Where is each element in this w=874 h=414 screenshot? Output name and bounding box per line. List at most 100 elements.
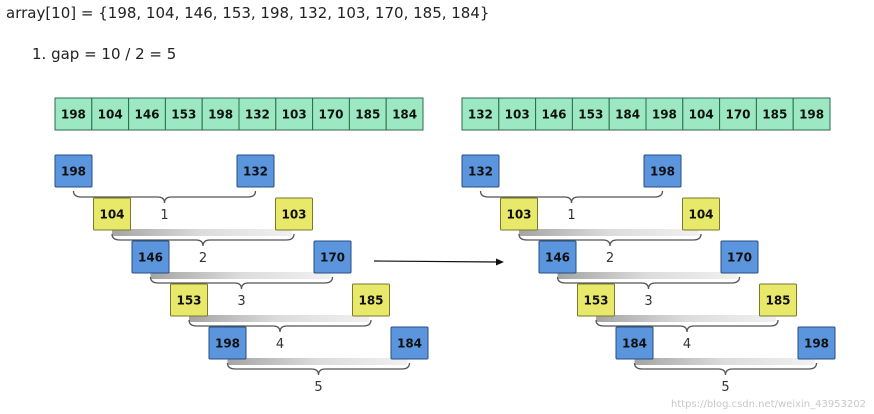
before-array-cell (385, 97, 424, 131)
after-pair-right-box (797, 326, 836, 360)
before-pair-brace (149, 276, 334, 290)
after-array-cell (682, 97, 721, 131)
after-array-value: 153 (578, 108, 603, 122)
after-array-cell (498, 97, 537, 131)
before-pair-label: 3 (237, 294, 245, 309)
after-array-cell (608, 97, 647, 131)
before-pair-left-value: 146 (138, 251, 163, 265)
after-pair-left-value: 132 (468, 165, 493, 179)
before-pair-shadow (189, 315, 369, 322)
after-pair-brace (479, 190, 664, 204)
after-pair-label: 2 (606, 251, 614, 266)
before-pair-shadow (112, 229, 292, 236)
after-pair-brace (595, 319, 779, 333)
before-pair-shadow (150, 272, 331, 279)
before-pair-right-box (390, 326, 429, 360)
before-array-value: 146 (134, 108, 159, 122)
before-pair-brace (188, 319, 372, 333)
after-pair-right-value: 170 (727, 251, 752, 265)
before-array-value: 132 (245, 108, 270, 122)
after-array-value: 170 (725, 108, 750, 122)
after-pair-left-value: 184 (622, 337, 647, 351)
after-pair-brace (518, 233, 702, 247)
before-array-cell (238, 97, 277, 131)
after-array-value: 132 (468, 108, 493, 122)
before-pair-left-value: 104 (99, 208, 124, 222)
after-pair-shadow (519, 229, 699, 236)
after-pair-right-box (720, 240, 759, 274)
before-pair-left-value: 153 (176, 294, 201, 308)
after-array-value: 198 (652, 108, 677, 122)
before-pair-right-box (313, 240, 352, 274)
before-pair-right-value: 184 (397, 337, 422, 351)
after-array-cell (792, 97, 831, 131)
before-array-value: 103 (282, 108, 307, 122)
before-pair-right-value: 170 (320, 251, 345, 265)
after-array-value: 104 (689, 108, 714, 122)
before-pair-left-box (54, 154, 93, 188)
before-array-value: 184 (392, 108, 417, 122)
before-pair-right-box (275, 197, 313, 231)
after-pair-brace (556, 276, 741, 290)
before-array-value: 185 (355, 108, 380, 122)
panel-after: 132 103 146 153 184 198 104 170 185 198 132 198 1 103… (461, 97, 836, 395)
before-pair-left-value: 198 (61, 165, 86, 179)
after-array-value: 146 (541, 108, 566, 122)
before-pair-right-box (352, 283, 390, 317)
after-pair-left-box (538, 240, 577, 274)
after-pair-shadow (596, 315, 776, 322)
after-pair-right-box (682, 197, 720, 231)
before-pair-label: 4 (276, 337, 284, 352)
before-pair-brace (226, 362, 411, 376)
after-pair-left-box (461, 154, 500, 188)
step-label: 1. gap = 10 / 2 = 5 (32, 45, 177, 63)
before-pair-label: 5 (314, 380, 322, 395)
after-array-cell (645, 97, 684, 131)
after-array-value: 103 (505, 108, 530, 122)
before-array-cell (54, 97, 93, 131)
array-title: array[10] = {198, 104, 146, 153, 198, 13… (6, 4, 490, 22)
after-pair-right-value: 104 (688, 208, 713, 222)
after-array-value: 185 (762, 108, 787, 122)
before-pair-shadow (227, 358, 408, 365)
after-array-cell (535, 97, 573, 131)
after-pair-left-box (615, 326, 654, 360)
before-array-cell (312, 97, 350, 131)
after-array-value: 184 (615, 108, 640, 122)
after-pair-brace (633, 362, 818, 376)
after-array-cell (719, 97, 757, 131)
after-pair-right-box (759, 283, 797, 317)
before-pair-label: 2 (199, 251, 207, 266)
before-array-value: 153 (171, 108, 196, 122)
after-pair-label: 4 (683, 337, 691, 352)
after-array-value: 198 (799, 108, 824, 122)
before-pair-brace (111, 233, 295, 247)
before-pair-label: 1 (160, 208, 168, 223)
before-pair-left-box (170, 283, 208, 317)
before-pair-left-value: 198 (215, 337, 240, 351)
before-array-cell (275, 97, 314, 131)
after-pair-right-value: 198 (650, 165, 675, 179)
watermark: https://blog.csdn.net/weixin_43953202 (670, 399, 866, 410)
after-pair-left-value: 146 (545, 251, 570, 265)
before-array-value: 104 (98, 108, 123, 122)
after-array-cell (461, 97, 500, 131)
before-array-cell (164, 97, 203, 131)
after-pair-right-value: 198 (804, 337, 829, 351)
after-pair-shadow (634, 358, 815, 365)
before-pair-right-value: 132 (243, 165, 268, 179)
before-pair-left-box (131, 240, 170, 274)
after-pair-label: 5 (721, 380, 729, 395)
after-pair-label: 1 (567, 208, 575, 223)
after-pair-left-value: 103 (506, 208, 531, 222)
before-array-value: 170 (318, 108, 343, 122)
before-array-value: 198 (61, 108, 86, 122)
arrow-head (496, 258, 504, 266)
arrow-line (373, 260, 499, 263)
before-pair-right-value: 103 (281, 208, 306, 222)
before-array-cell (348, 97, 387, 131)
before-pair-left-box (208, 326, 247, 360)
after-array-cell (755, 97, 794, 131)
panel-before: 198 104 146 153 198 132 103 170 185 184 198 132 1 104… (54, 97, 429, 395)
